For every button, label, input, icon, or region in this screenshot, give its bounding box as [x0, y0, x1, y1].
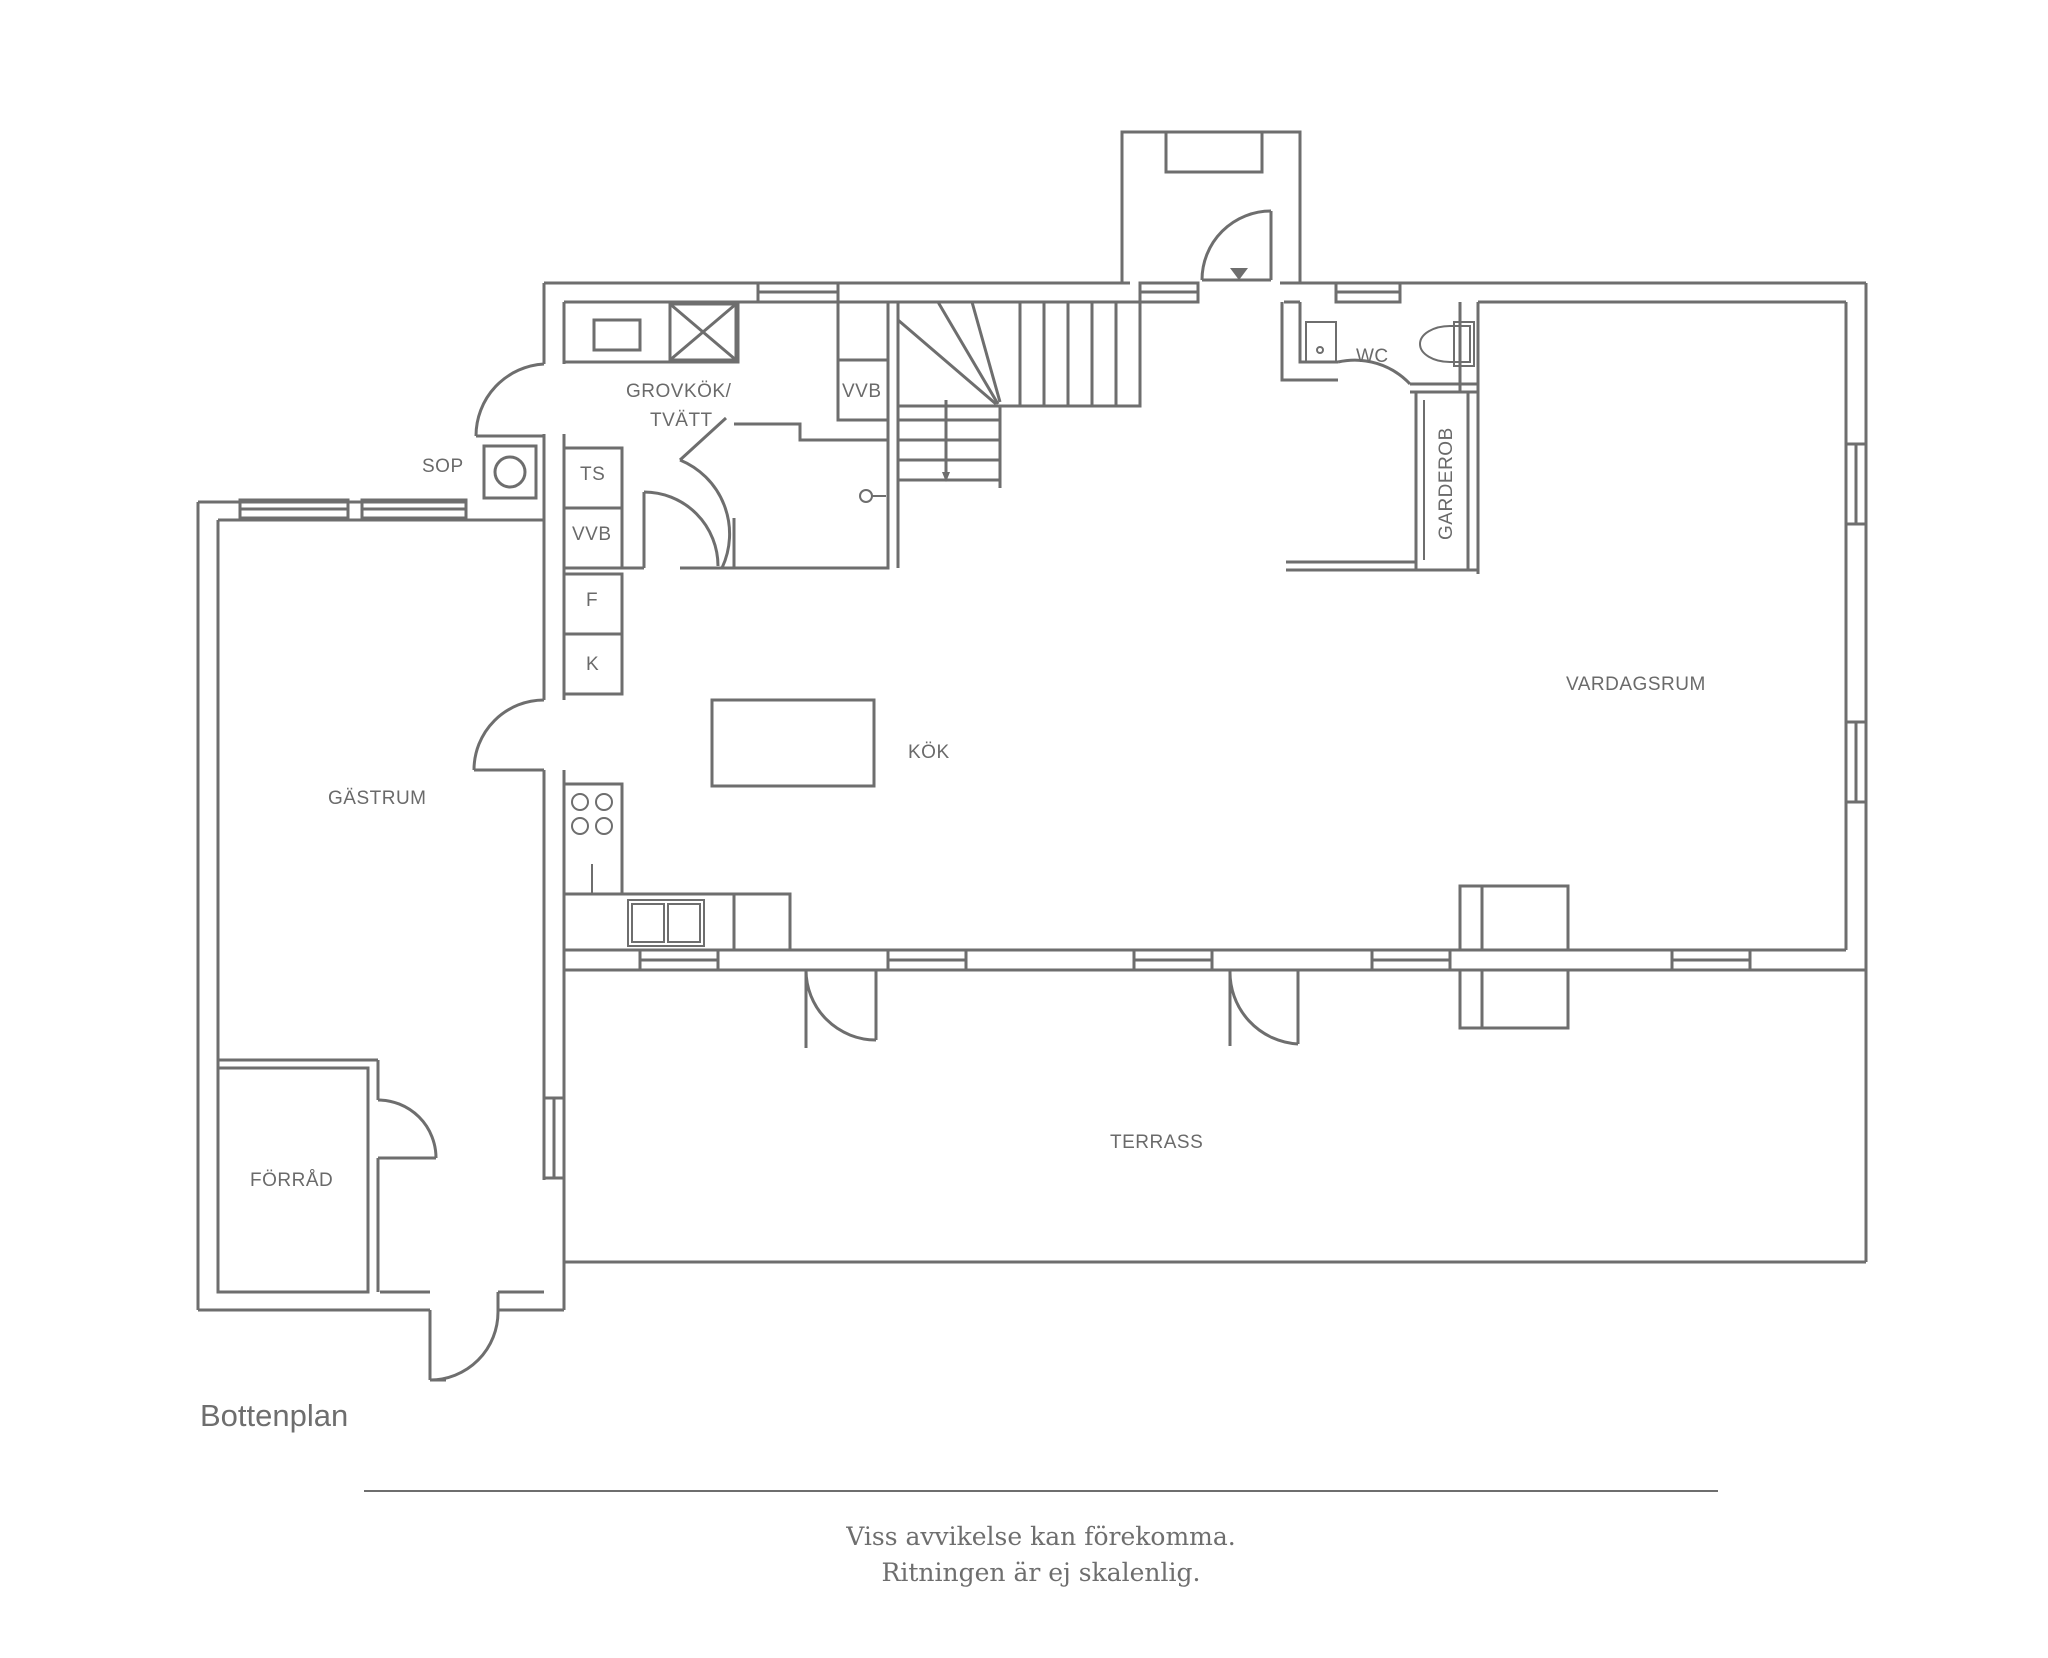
label-garderob: GARDEROB — [1436, 427, 1457, 540]
windows — [238, 281, 1868, 1180]
laundry-room — [474, 302, 900, 570]
staircase — [896, 300, 1142, 488]
kitchen-island — [710, 698, 876, 788]
label-wc: WC — [1356, 346, 1389, 367]
terrace-doors — [804, 969, 1300, 1048]
disclaimer-line-1: Viss avvikelse kan förekomma. — [846, 1522, 1236, 1551]
disclaimer-line-2: Ritningen är ej skalenlig. — [881, 1558, 1201, 1587]
label-f: F — [586, 590, 598, 611]
label-tvatt: TVÄTT — [650, 410, 713, 431]
label-kok: KÖK — [908, 742, 950, 763]
label-vardagsrum: VARDAGSRUM — [1566, 674, 1706, 695]
label-gastrum: GÄSTRUM — [328, 788, 427, 809]
entrance-vestibule — [1120, 130, 1302, 283]
label-grovkok: GROVKÖK/ — [626, 381, 732, 402]
label-forrad: FÖRRÅD — [250, 1170, 333, 1191]
guest-room-building — [196, 500, 566, 1382]
label-vvb-lower: VVB — [572, 524, 612, 545]
label-k: K — [586, 654, 599, 675]
fireplace — [1458, 884, 1570, 1030]
fridge-freezer — [562, 572, 624, 696]
waste-bin — [482, 444, 538, 500]
divider — [364, 1490, 1718, 1492]
wc — [1280, 302, 1480, 574]
kitchen-counter — [562, 782, 792, 950]
label-terrass: TERRASS — [1110, 1132, 1203, 1153]
wardrobe — [1286, 392, 1478, 572]
label-sop: SOP — [422, 456, 464, 477]
room-labels: GROVKÖK/ TVÄTT VVB SOP TS VVB F K WC GAR… — [250, 346, 1706, 1191]
label-vvb-upper: VVB — [842, 381, 882, 402]
exterior-walls — [542, 281, 1868, 1264]
floor-caption: Bottenplan — [200, 1398, 349, 1433]
label-ts: TS — [580, 464, 605, 485]
